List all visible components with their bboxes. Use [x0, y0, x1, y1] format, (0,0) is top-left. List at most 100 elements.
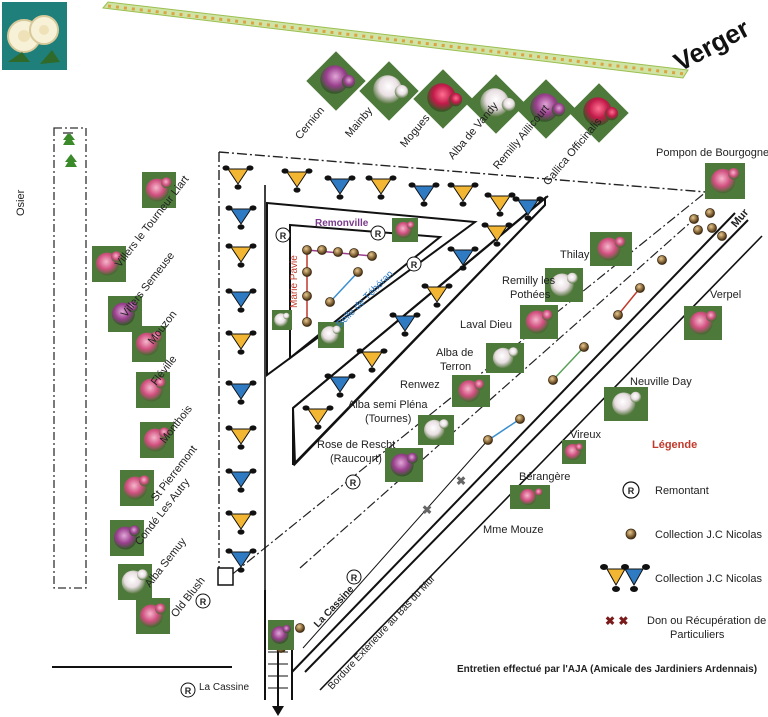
remontant-marker: R — [406, 256, 422, 272]
corner-rose-logo — [2, 2, 67, 70]
laval-label: Laval Dieu — [460, 319, 512, 331]
remontant-marker: R — [345, 474, 361, 490]
remontant-letter: R — [200, 597, 207, 607]
rose-photo — [318, 322, 344, 348]
rose-photo — [272, 310, 292, 330]
pompon-label: Pompon de Bourgogne — [656, 147, 768, 159]
verger-title: Verger — [669, 13, 755, 77]
plant-triangle — [365, 175, 397, 200]
plant-triangle — [302, 405, 334, 430]
remontant-letter: R — [280, 231, 287, 241]
plant-triangle — [447, 182, 479, 207]
rose-photo — [110, 520, 144, 556]
rose-photo — [136, 372, 170, 408]
osier-label: Osier — [15, 189, 27, 216]
rose-photo — [510, 485, 550, 509]
rose-photo — [118, 564, 152, 600]
plant-triangle — [225, 380, 257, 405]
top-rose-label: Cernion — [293, 105, 327, 142]
legend-collection-tri: Collection J.C Nicolas — [655, 573, 762, 585]
collection-dot — [317, 245, 327, 255]
verpel-label: Verpel — [710, 289, 741, 301]
collection-dot — [579, 342, 589, 352]
remontant-letter: R — [375, 229, 382, 239]
plant-triangle — [225, 243, 257, 268]
rose-photo — [140, 422, 174, 458]
collection-dot — [353, 267, 363, 277]
rose-photo — [413, 69, 473, 129]
plant-triangle — [512, 196, 544, 221]
remontant-letter: R — [351, 573, 358, 583]
plant-triangle — [324, 373, 356, 398]
plant-triangle — [447, 246, 479, 271]
triangle-plants — [222, 165, 544, 573]
plant-triangle — [356, 348, 388, 373]
legend-cross-icon: ✖ ✖ — [605, 614, 628, 628]
osier-column — [53, 127, 87, 589]
vireux-label: Vireux — [570, 429, 601, 441]
rose-photo — [604, 387, 648, 421]
legend-remontant-letter: R — [628, 486, 635, 496]
don-crosses: ✖ ✖ — [422, 474, 466, 517]
remontant-marker: R — [346, 569, 362, 585]
rose-photo — [359, 61, 419, 121]
remontant-letter: R — [185, 686, 192, 696]
plant-triangle — [484, 192, 516, 217]
remontant-marker: R — [275, 227, 291, 243]
svg-text:✖: ✖ — [456, 474, 466, 488]
rose-rescht-label-1: Rose de Rescht — [317, 439, 395, 451]
rose-photo — [385, 448, 423, 482]
plant-triangle — [421, 283, 453, 308]
rose-photo — [545, 268, 583, 302]
collection-dot — [635, 283, 645, 293]
remilly-pothees-label-1: Remilly les — [502, 275, 556, 287]
remontant-marker: R — [180, 682, 196, 698]
plant-triangle — [225, 288, 257, 313]
plant-triangle — [225, 510, 257, 535]
rose-photo — [92, 246, 126, 282]
collection-dot — [657, 255, 667, 265]
rose-photos — [92, 51, 745, 650]
collection-dot — [483, 435, 493, 445]
rose-photo — [392, 218, 418, 242]
collection-dot — [515, 414, 525, 424]
rose-photo — [520, 305, 558, 339]
legend: Légende R Remontant Collection J.C Nicol… — [600, 439, 766, 641]
collection-dot — [302, 317, 312, 327]
cassine-main-label: La Cassine — [312, 584, 356, 630]
collection-dot — [707, 223, 717, 233]
plant-triangle — [408, 182, 440, 207]
collection-dot — [295, 623, 305, 633]
top-rose-label: Mogues — [398, 112, 433, 150]
legend-title: Légende — [652, 439, 697, 451]
rose-photo — [120, 470, 154, 506]
rose-photo — [562, 440, 586, 464]
collection-dot — [325, 297, 335, 307]
thilay-label: Thilay — [560, 249, 590, 261]
collection-dot — [349, 248, 359, 258]
collection-dot — [302, 291, 312, 301]
legend-don-1: Don ou Récupération de — [647, 615, 766, 627]
plant-triangle — [225, 548, 257, 573]
belle-teheran-label: Belle de Téhéran — [334, 269, 396, 331]
wall-label: Mur — [729, 206, 752, 230]
berangere-label: Bérangère — [519, 471, 570, 483]
plant-triangle — [225, 205, 257, 230]
plant-triangle — [225, 468, 257, 493]
plant-triangle — [389, 312, 421, 337]
rose-photo — [466, 74, 526, 134]
cassine-low-label: La Cassine — [199, 682, 249, 693]
rose-photo — [132, 326, 166, 362]
plant-triangle — [324, 175, 356, 200]
top-rose-label: Mainby — [343, 105, 375, 140]
plant-triangle — [222, 165, 254, 190]
plant-triangle — [225, 330, 257, 355]
rose-photo — [516, 79, 576, 139]
remontant-letter: R — [411, 260, 418, 270]
footer-credit: Entretien effectué par l'AJA (Amicale de… — [457, 664, 757, 675]
renwez-label: Renwez — [400, 379, 440, 391]
plant-triangle — [225, 425, 257, 450]
legend-don-2: Particuliers — [670, 629, 725, 641]
